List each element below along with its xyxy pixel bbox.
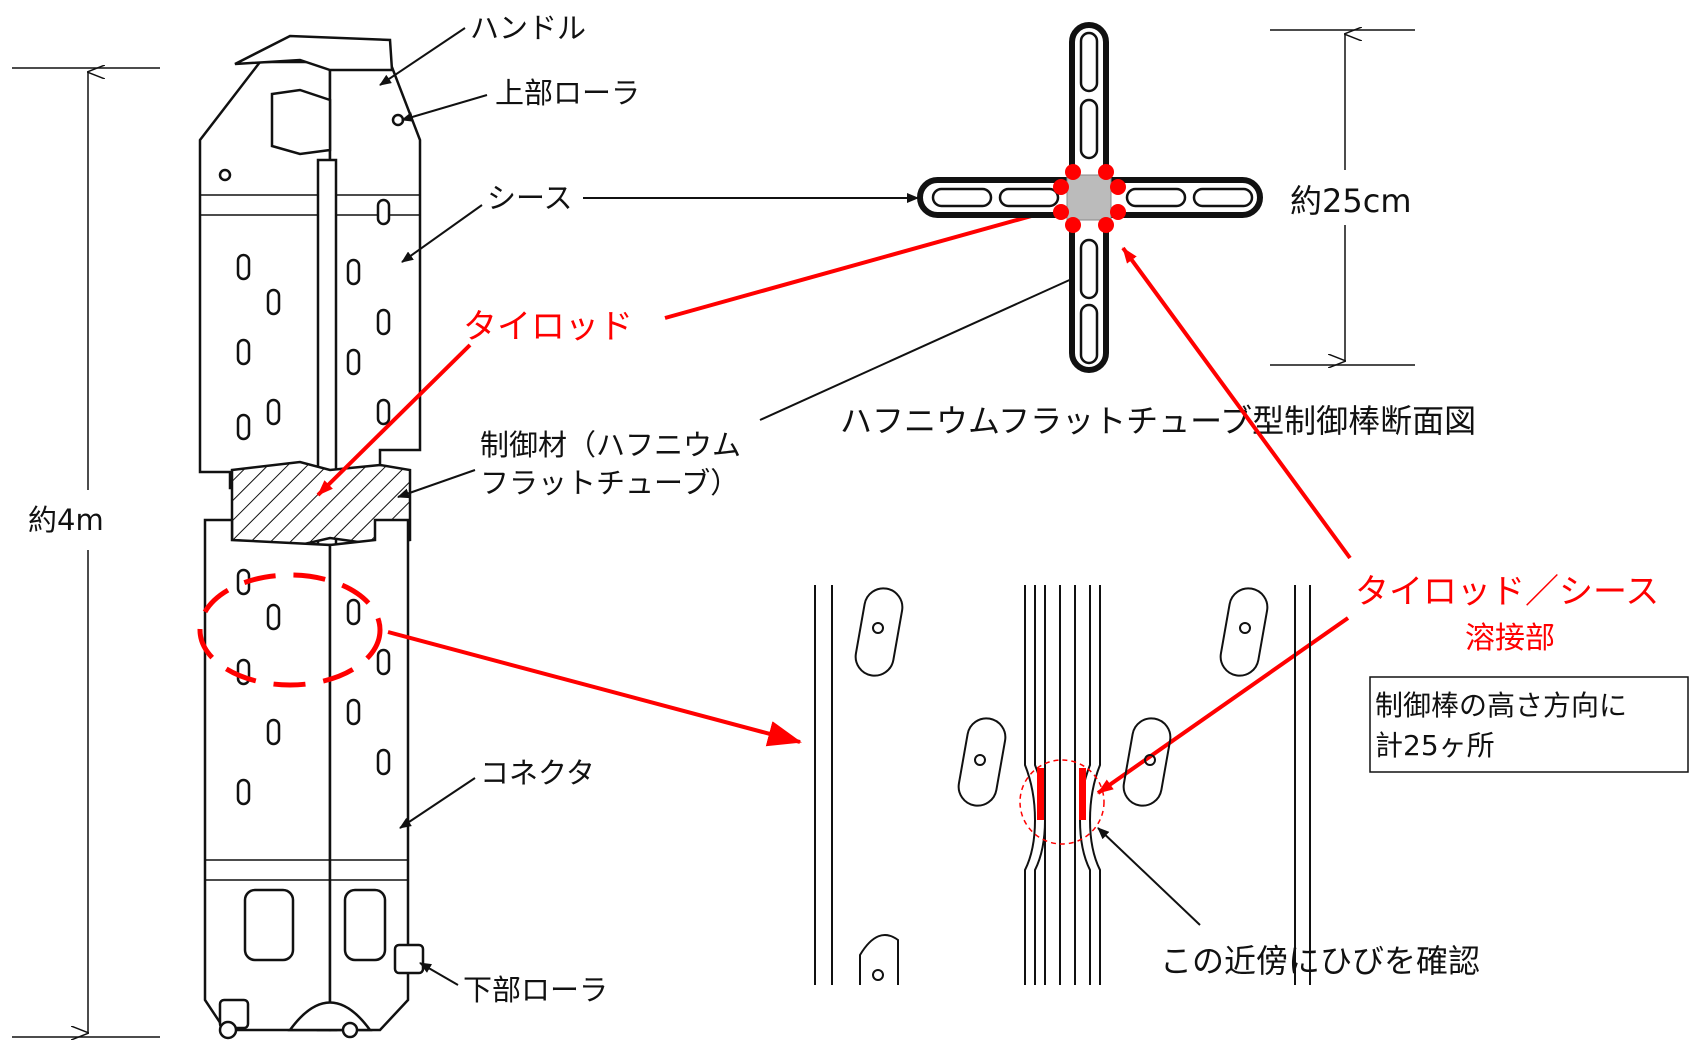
upper-roller-label: 上部ローラ — [495, 76, 640, 110]
weld-leader-upper — [1121, 246, 1352, 560]
handle-leader — [379, 27, 466, 86]
lower-roller — [393, 943, 425, 975]
weld-bar-left — [1037, 768, 1044, 820]
note-line1: 制御棒の高さ方向に — [1375, 689, 1627, 722]
connector-window — [343, 888, 387, 962]
detail-slots — [854, 587, 1269, 985]
connector-label: コネクタ — [480, 756, 595, 790]
width-label: 約25cm — [1290, 182, 1412, 220]
lower-roller-label: 下部ローラ — [463, 973, 608, 1007]
sheath-label: シース — [487, 181, 573, 215]
weld-leader-lower — [1096, 616, 1350, 795]
upper-hole — [218, 168, 232, 182]
lower-roller-leader — [419, 962, 459, 986]
sheath-leader — [401, 204, 483, 263]
connector-window — [243, 888, 295, 962]
weld-bar-right — [1079, 768, 1086, 820]
length-label: 約4m — [28, 503, 104, 537]
lower-roller-wheel — [341, 1021, 359, 1039]
crack-leader — [1097, 827, 1201, 926]
height-dimension — [12, 68, 160, 1037]
tie-rod-label: タイロッド — [463, 307, 633, 347]
tie-rod-leader-right — [664, 201, 1079, 320]
cross-section-drawing — [917, 22, 1263, 373]
handle-plate — [234, 34, 394, 72]
upper-roller-pin — [391, 113, 405, 127]
upper-right-blade — [328, 60, 422, 474]
weld-label-line2: 溶接部 — [1465, 621, 1555, 656]
detail-view-arrow — [387, 630, 802, 747]
note-line2: 計25ヶ所 — [1375, 729, 1495, 762]
width-dimension — [1270, 30, 1415, 365]
center-tie-rod-section — [1066, 174, 1112, 221]
tie-rod-leader-left — [316, 343, 472, 497]
detail-view — [814, 585, 1311, 985]
control-material-leader-right — [759, 272, 1086, 421]
upper-roller-leader — [401, 94, 488, 122]
lower-roller-wheel — [218, 1020, 238, 1040]
flat-tube-slots — [931, 31, 1254, 365]
cross-section-title: ハフニウムフラットチューブ型制御棒断面図 — [840, 402, 1476, 440]
inspection-area-ellipse — [197, 572, 383, 688]
crack-label: この近傍にひびを確認 — [1160, 942, 1480, 980]
blade-slots — [236, 198, 391, 806]
handle-opening — [270, 88, 332, 156]
connector-leader — [399, 777, 476, 829]
control-material-label-line2: フラットチューブ） — [480, 466, 739, 500]
handle-label: ハンドル — [470, 11, 586, 45]
control-rod-drawing — [197, 34, 425, 1040]
weld-points — [1053, 164, 1126, 233]
weld-label-line1: タイロッド／シース — [1355, 572, 1659, 612]
control-material-label-line1: 制御材（ハフニウム — [480, 428, 741, 462]
note-box — [1369, 676, 1689, 773]
control-material-leader-left — [397, 469, 476, 499]
